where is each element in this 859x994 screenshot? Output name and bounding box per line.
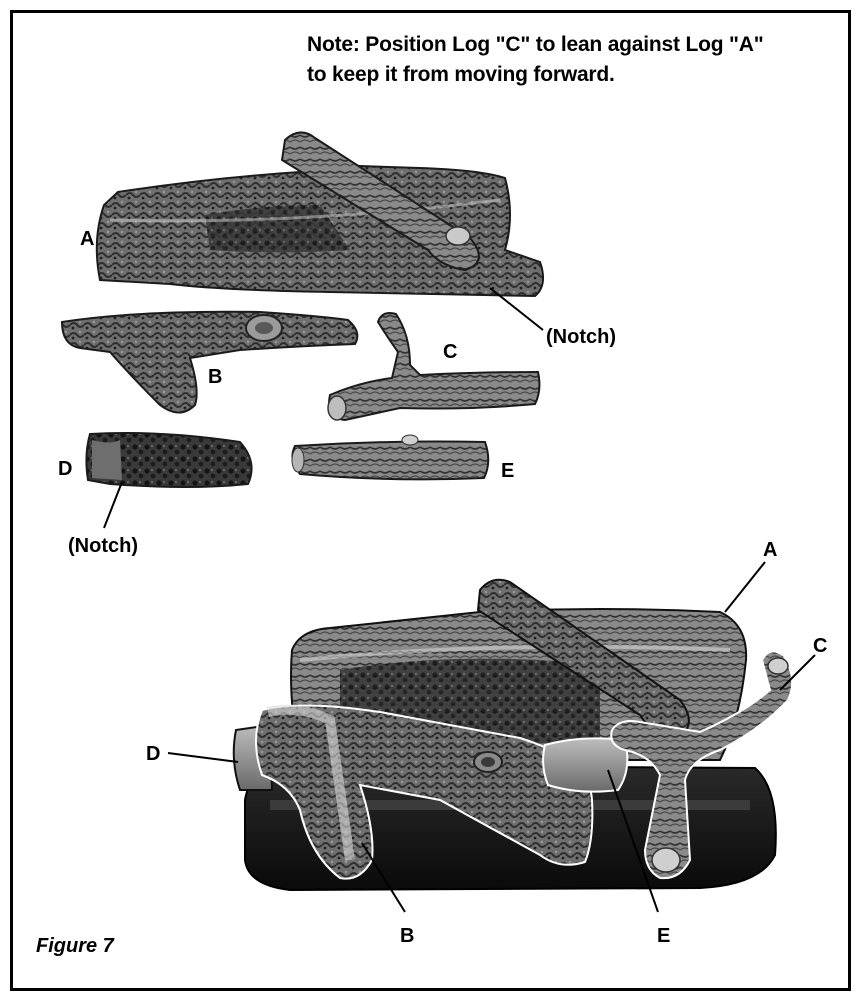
assembled-log-set <box>234 580 792 890</box>
label-notch-d: (Notch) <box>68 535 138 557</box>
label-d-bottom: D <box>146 743 160 765</box>
log-c-top <box>328 313 539 420</box>
label-e-bottom: E <box>657 925 670 947</box>
label-c-bottom: C <box>813 635 827 657</box>
label-notch-a: (Notch) <box>546 326 616 348</box>
label-c-top: C <box>443 341 457 363</box>
label-e-top: E <box>501 460 514 482</box>
label-b-bottom: B <box>400 925 414 947</box>
log-d-top <box>86 433 251 487</box>
figure-caption: Figure 7 <box>36 935 114 958</box>
log-e-top <box>292 435 488 479</box>
leader-a-bottom <box>725 562 765 612</box>
log-a-top <box>97 132 543 296</box>
log-b-top <box>62 312 357 413</box>
label-b-top: B <box>208 366 222 388</box>
label-a-top: A <box>80 228 94 250</box>
notch-d-leader <box>104 482 122 528</box>
leader-d-bottom <box>168 753 238 762</box>
label-d-top: D <box>58 458 72 480</box>
label-a-bottom: A <box>763 539 777 561</box>
